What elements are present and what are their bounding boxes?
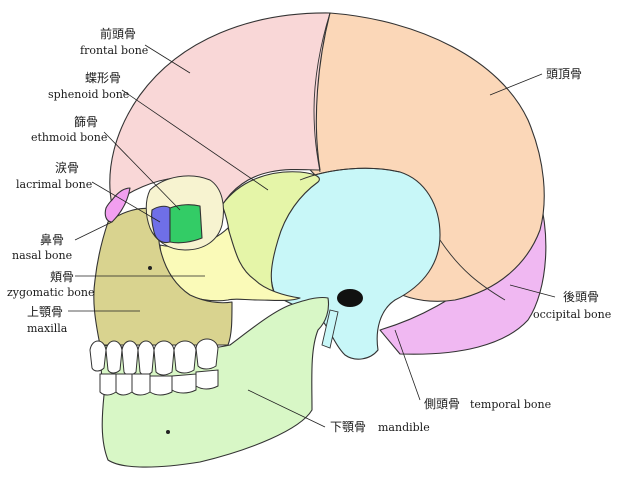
label-zygomatic-en: zygomatic bone — [7, 286, 95, 299]
label-nasal-jp: 鼻骨 — [40, 232, 64, 247]
lacrimal-leader — [91, 181, 161, 223]
sphenoid-leader — [121, 89, 269, 191]
ethmoid-leader — [103, 131, 181, 211]
label-lacrimal-jp: 涙骨 — [55, 160, 79, 175]
mandible-leader — [247, 389, 326, 428]
coronal-suture — [313, 12, 331, 173]
ethmoid-bone-region — [169, 204, 203, 244]
ear-canal — [337, 289, 363, 307]
label-sphenoid-jp: 蝶形骨 — [85, 70, 121, 85]
label-occipital-jp: 後頭骨 — [563, 290, 599, 304]
label-frontal-en: frontal bone — [80, 44, 148, 57]
lambdoid-suture — [439, 239, 506, 301]
frontal-leader — [144, 44, 191, 74]
lower-teeth — [99, 369, 219, 396]
label-ethmoid-en: ethmoid bone — [31, 131, 107, 144]
squamous-suture — [299, 167, 401, 181]
label-mandible-en: mandible — [378, 421, 430, 434]
label-maxilla-jp: 上顎骨 — [27, 305, 63, 319]
label-lacrimal-en: lacrimal bone — [16, 178, 92, 191]
label-maxilla-en: maxilla — [27, 322, 68, 335]
label-zygomatic-jp: 頬骨 — [50, 270, 74, 284]
label-mandible-jp: 下顎骨 — [330, 420, 366, 434]
label-temporal-jp: 側頭骨 — [424, 397, 460, 411]
label-temporal-en: temporal bone — [470, 398, 551, 411]
mental-foramen — [166, 430, 170, 434]
label-sphenoid-en: sphenoid bone — [48, 88, 129, 101]
styloid-process — [321, 309, 339, 349]
label-nasal-en: nasal bone — [12, 249, 72, 262]
temporal-leader — [394, 329, 421, 401]
nasal-leader — [74, 221, 113, 241]
label-parietal-jp: 頭頂骨 — [546, 67, 582, 81]
label-frontal-jp: 前頭骨 — [100, 26, 136, 41]
label-occipital-en: occipital bone — [533, 308, 611, 321]
parietal-leader — [489, 73, 543, 96]
infraorbital-foramen — [148, 266, 152, 270]
lacrimal-bone-region — [151, 205, 171, 244]
label-ethmoid-jp: 篩骨 — [74, 114, 98, 129]
occipital-leader — [509, 284, 556, 298]
